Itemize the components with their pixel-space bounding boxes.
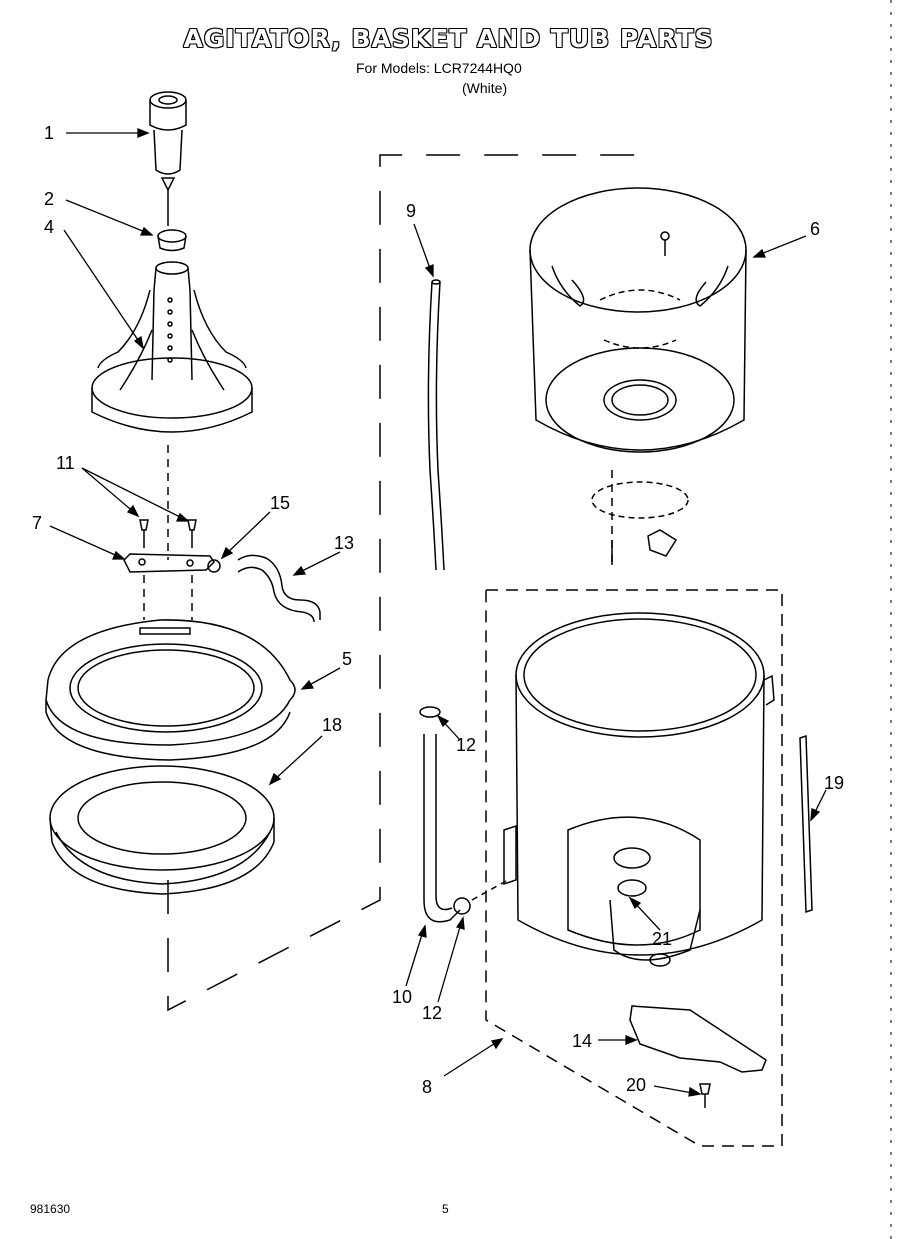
models-subtitle: For Models: LCR7244HQ0 bbox=[356, 60, 522, 76]
agitator-cam bbox=[157, 229, 187, 252]
callout-12-upper: 12 bbox=[456, 735, 477, 755]
document-number: 981630 bbox=[30, 1202, 71, 1216]
callout-13: 13 bbox=[334, 533, 355, 553]
callout-11: 11 bbox=[56, 453, 75, 473]
callout-1: 1 bbox=[44, 123, 55, 143]
bottom-cover bbox=[629, 1005, 767, 1073]
callout-6: 6 bbox=[810, 219, 821, 239]
hose-clamp bbox=[207, 559, 221, 573]
callout-9: 9 bbox=[406, 201, 417, 221]
agitator-bolt bbox=[160, 177, 176, 226]
agitator-base bbox=[91, 261, 253, 433]
page-number: 5 bbox=[442, 1202, 449, 1216]
leader-lines bbox=[49, 128, 827, 1097]
callout-10: 10 bbox=[392, 987, 413, 1007]
callout-4: 4 bbox=[44, 217, 55, 237]
callout-7: 7 bbox=[32, 513, 43, 533]
callout-8: 8 bbox=[422, 1077, 433, 1097]
hose-bracket bbox=[123, 553, 215, 573]
page-title: AGITATOR, BASKET AND TUB PARTS bbox=[183, 24, 714, 53]
callout-14: 14 bbox=[572, 1031, 593, 1051]
color-subtitle: (White) bbox=[462, 80, 508, 96]
callout-15: 15 bbox=[270, 493, 291, 513]
hose-clamp-upper bbox=[419, 706, 441, 718]
agitator-cap bbox=[149, 91, 187, 175]
tub-seal bbox=[49, 765, 275, 895]
tub-ring bbox=[45, 619, 296, 761]
hose-clamp-lower bbox=[453, 897, 471, 915]
overflow-tube bbox=[427, 279, 445, 571]
callout-2: 2 bbox=[44, 189, 55, 209]
wash-basket bbox=[529, 187, 747, 453]
callout-20: 20 bbox=[626, 1075, 647, 1095]
callout-18: 18 bbox=[322, 715, 343, 735]
cover-screw bbox=[699, 1083, 711, 1108]
callout-12-lower: 12 bbox=[422, 1003, 443, 1023]
callout-5: 5 bbox=[342, 649, 353, 669]
basket-drive-parts bbox=[591, 481, 689, 565]
callout-21: 21 bbox=[652, 929, 673, 949]
tub-gasket-strip bbox=[799, 734, 813, 914]
right-edge-dashes bbox=[890, 0, 892, 1239]
pressure-hose bbox=[237, 554, 321, 623]
screw-pair bbox=[139, 519, 197, 548]
drain-hose bbox=[423, 734, 461, 923]
outer-tub bbox=[503, 612, 775, 967]
callout-19: 19 bbox=[824, 773, 845, 793]
